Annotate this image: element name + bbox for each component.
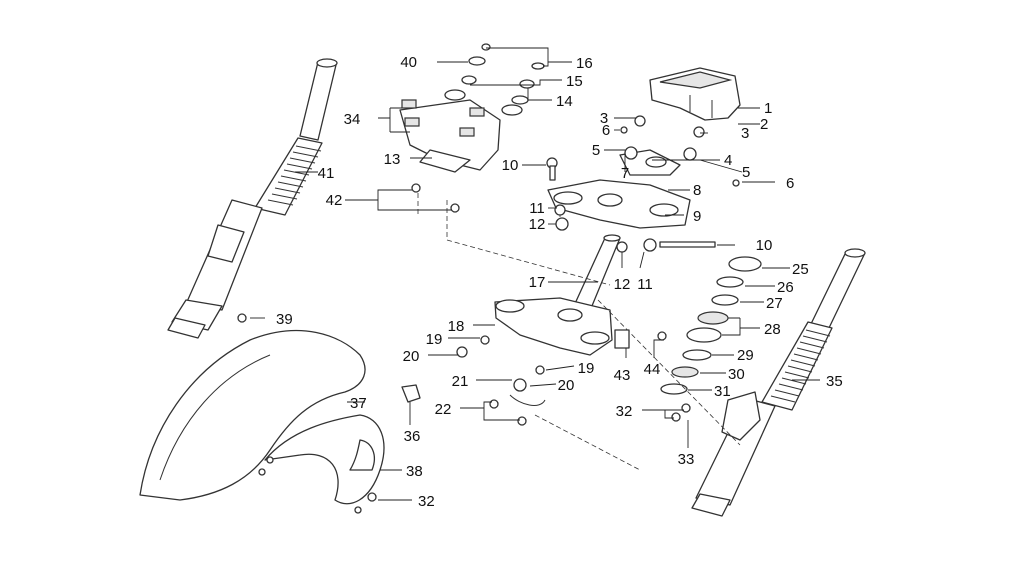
callout-4: 4	[724, 152, 732, 169]
callout-22: 22	[435, 401, 452, 418]
callout-42: 42	[326, 192, 343, 209]
upper-triple-clamp	[547, 149, 691, 229]
handlebar-bracket	[399, 89, 523, 173]
front-mudguard	[139, 329, 421, 505]
callout-10a: 10	[502, 157, 519, 174]
callout-20b: 20	[558, 377, 575, 394]
callout-27: 27	[766, 295, 783, 312]
callout-25: 25	[792, 261, 809, 278]
callout-44: 44	[644, 361, 661, 378]
callout-5b: 5	[742, 164, 750, 181]
callout-17: 17	[529, 274, 546, 291]
callout-6b: 6	[786, 175, 794, 192]
callout-3b: 3	[741, 125, 749, 142]
callout-40: 40	[400, 54, 417, 71]
lower-triple-clamp	[494, 297, 613, 356]
fasteners	[237, 115, 740, 514]
callout-13: 13	[384, 151, 401, 168]
callout-numbers: 40 16 15 14 34 13 41 42 10 11 12 3 6 5 7…	[276, 54, 843, 510]
callout-8: 8	[693, 182, 701, 199]
callout-12a: 12	[529, 216, 546, 233]
callout-38: 38	[406, 463, 423, 480]
callout-19a: 19	[426, 331, 443, 348]
callout-31: 31	[714, 383, 731, 400]
callout-2: 2	[760, 116, 768, 133]
callout-14: 14	[556, 93, 573, 110]
callout-11a: 11	[529, 200, 545, 217]
callout-9: 9	[693, 208, 701, 225]
leader-lines	[250, 47, 820, 501]
callout-20a: 20	[403, 348, 420, 365]
callout-30: 30	[728, 366, 745, 383]
callout-12b: 12	[614, 276, 631, 293]
callout-37: 37	[350, 395, 367, 412]
callout-10b: 10	[756, 237, 773, 254]
callout-11b: 11	[637, 276, 653, 293]
callout-41: 41	[318, 165, 335, 182]
callout-21: 21	[452, 373, 469, 390]
right-fork-leg	[691, 248, 866, 517]
callout-33: 33	[678, 451, 695, 468]
callout-1: 1	[764, 100, 772, 117]
callout-7: 7	[621, 165, 629, 182]
callout-29: 29	[737, 347, 754, 364]
callout-5a: 5	[592, 142, 600, 159]
callout-39: 39	[276, 311, 293, 328]
callout-18: 18	[448, 318, 465, 335]
instrument-cover	[649, 67, 741, 121]
callout-19b: 19	[578, 360, 595, 377]
callout-32b: 32	[418, 493, 435, 510]
callout-3a: 3	[600, 110, 608, 127]
callout-15: 15	[566, 73, 583, 90]
callout-43: 43	[614, 367, 631, 384]
callout-35: 35	[826, 373, 843, 390]
bearing-stack	[660, 256, 762, 395]
callout-36: 36	[404, 428, 421, 445]
callout-34: 34	[344, 111, 361, 128]
callout-6a: 6	[602, 122, 610, 139]
left-fork-leg	[167, 58, 338, 339]
callout-28: 28	[764, 321, 781, 338]
callout-16: 16	[576, 55, 593, 72]
top-hardware	[461, 43, 545, 105]
callout-26: 26	[777, 279, 794, 296]
callout-32a: 32	[616, 403, 633, 420]
